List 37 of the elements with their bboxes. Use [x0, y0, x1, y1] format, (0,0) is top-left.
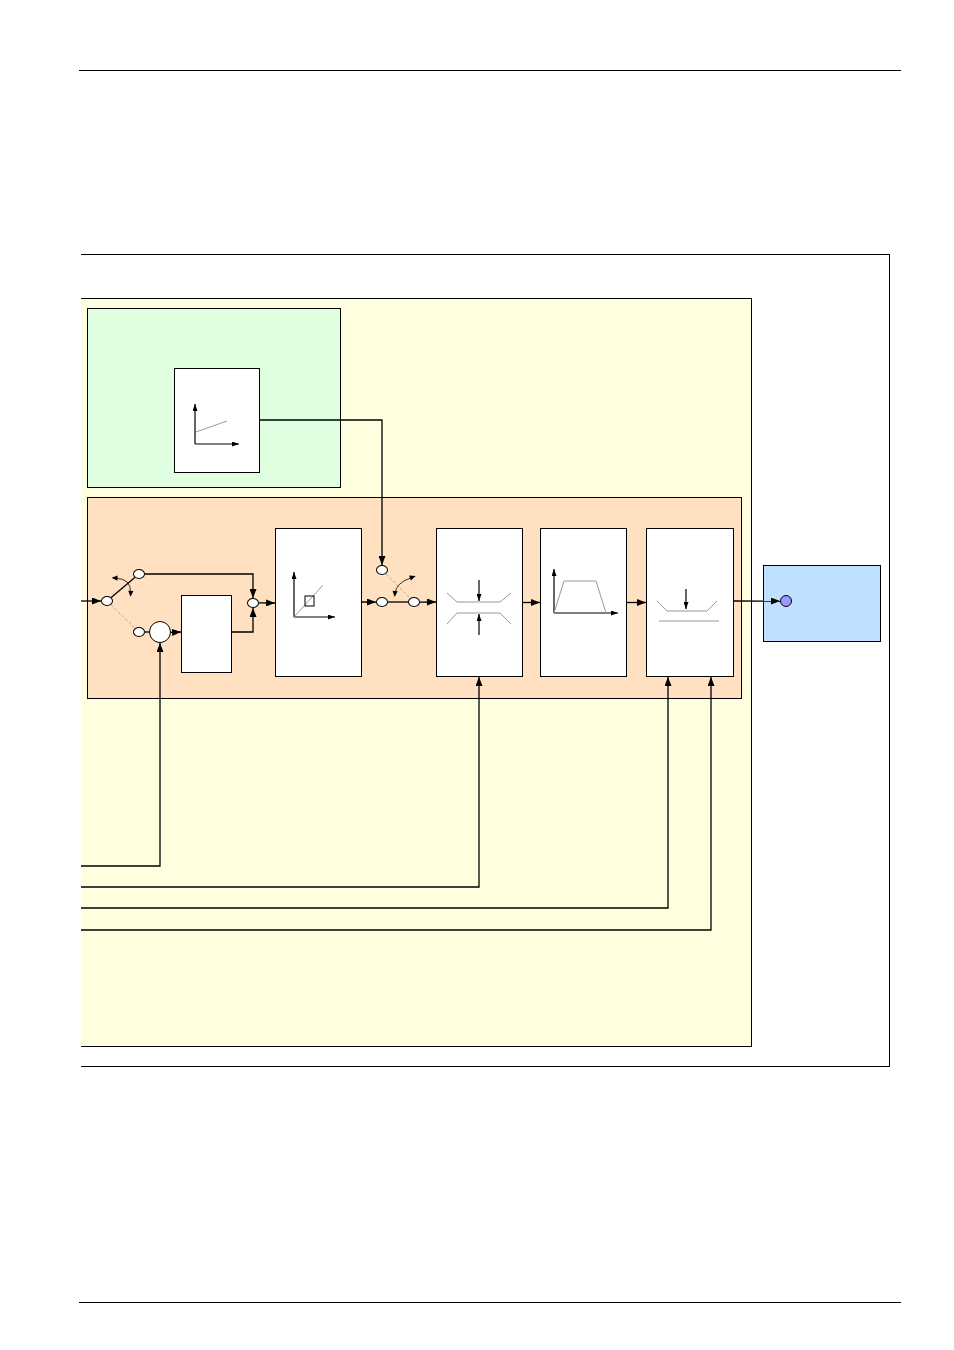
arrow	[361, 598, 377, 606]
connector-line	[385, 573, 411, 599]
switch-contact	[376, 565, 388, 575]
outer-frame	[81, 254, 890, 1067]
function-block	[646, 528, 734, 677]
arrow	[522, 599, 541, 606]
arrow	[170, 628, 182, 636]
outer-panel	[81, 298, 752, 1047]
function-block	[181, 595, 232, 673]
connector-line	[144, 631, 150, 633]
junction-circle	[149, 621, 171, 643]
arrow	[80, 676, 483, 888]
function-block	[540, 528, 627, 677]
output-block	[763, 565, 881, 642]
lower-panel	[87, 497, 742, 699]
connector-line	[110, 604, 136, 629]
arrow	[626, 599, 647, 606]
function-block	[174, 368, 260, 473]
switch-contact	[101, 596, 113, 606]
connector-line	[387, 601, 409, 603]
switch-contact	[376, 597, 388, 607]
arrow	[259, 419, 386, 566]
switch-contact	[133, 627, 145, 637]
arrow	[258, 599, 276, 607]
output-terminal	[780, 595, 792, 607]
arrow	[80, 597, 102, 605]
arrow	[80, 642, 164, 867]
arrow	[419, 598, 437, 606]
arrow	[733, 597, 781, 605]
switch-contact	[408, 597, 420, 607]
switch-contact	[133, 569, 145, 579]
arrow	[231, 607, 257, 633]
upper-panel	[87, 308, 341, 488]
summing-point	[247, 598, 259, 608]
function-block	[275, 528, 362, 677]
function-block	[436, 528, 523, 677]
arrow	[144, 573, 257, 599]
